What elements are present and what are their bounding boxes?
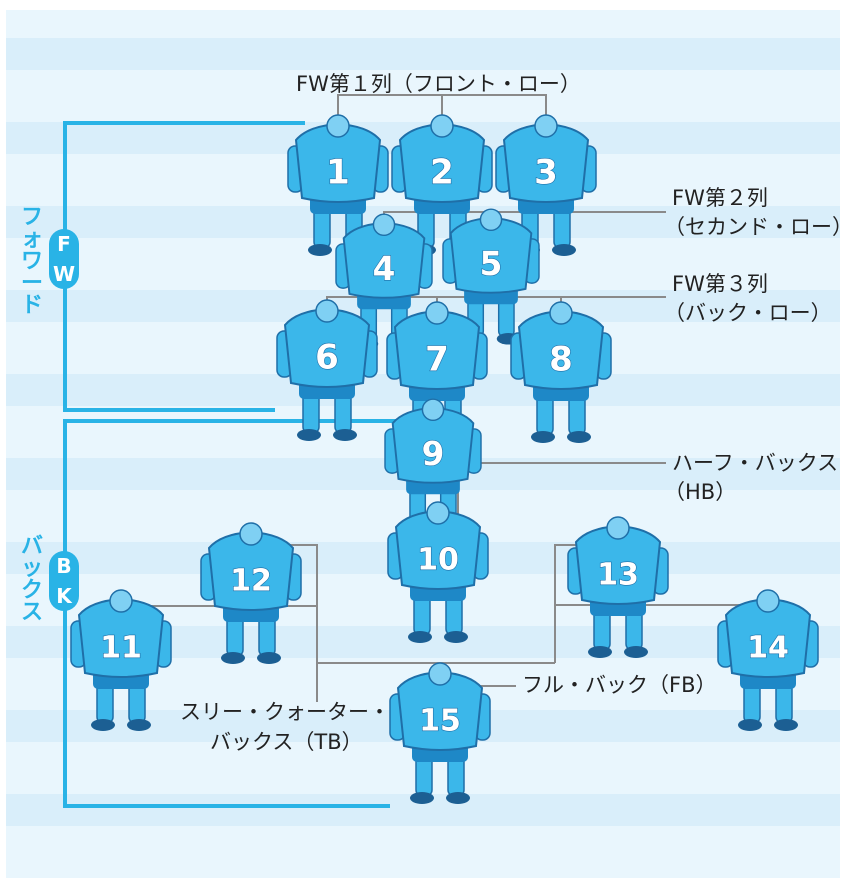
- label-fw-front-row: FW第１列（フロント・ロー）: [296, 72, 581, 96]
- player-jersey: [294, 122, 382, 203]
- label-half-backs-1: ハーフ・バックス: [672, 451, 839, 475]
- player-number: 2: [430, 153, 454, 193]
- player-boot: [333, 429, 357, 441]
- player-head: [756, 589, 780, 613]
- player-7: 7: [386, 301, 488, 443]
- player-jersey: [394, 509, 482, 590]
- player-jersey: [396, 670, 484, 751]
- player-12: 12: [200, 522, 302, 664]
- forward-badge-letter-1: F: [57, 232, 71, 256]
- player-number: 1: [326, 153, 350, 193]
- player-head: [549, 301, 573, 325]
- player-head: [239, 522, 263, 546]
- player-jersey: [724, 597, 812, 678]
- player-number: 6: [315, 338, 339, 378]
- player-5: 5: [442, 208, 540, 345]
- player-number: 14: [747, 631, 789, 666]
- backs-badge-letter-2: K: [56, 584, 72, 608]
- player-jersey: [517, 309, 605, 390]
- player-boot: [410, 792, 434, 804]
- player-boot: [257, 652, 281, 664]
- label-fw-back-row-1: FW第３列: [672, 272, 768, 296]
- label-half-backs-2: （HB）: [664, 480, 737, 504]
- player-head: [428, 662, 452, 686]
- player-head: [479, 208, 503, 232]
- player-boot: [774, 719, 798, 731]
- label-three-quarter-1: スリー・クォーター・: [180, 700, 390, 724]
- label-fw-second-row-2: （セカンド・ロー）: [664, 215, 846, 239]
- player-number: 9: [422, 435, 445, 473]
- player-11: 11: [70, 589, 172, 731]
- player-boot: [127, 719, 151, 731]
- player-13: 13: [567, 516, 669, 658]
- player-jersey: [502, 122, 590, 203]
- player-number: 4: [373, 250, 396, 288]
- player-number: 10: [417, 543, 459, 578]
- player-jersey: [283, 307, 371, 388]
- player-6: 6: [276, 299, 378, 441]
- backs-group-label: バックス: [20, 534, 43, 625]
- player-boot: [297, 429, 321, 441]
- player-jersey: [393, 309, 481, 390]
- player-10: 10: [387, 501, 489, 643]
- player-head: [425, 301, 449, 325]
- player-15: 15: [389, 662, 491, 804]
- player-head: [315, 299, 339, 323]
- player-number: 13: [597, 558, 639, 593]
- player-boot: [444, 631, 468, 643]
- player-number: 5: [480, 245, 503, 283]
- player-head: [372, 213, 396, 237]
- backs-badge: B K: [49, 551, 79, 611]
- player-number: 3: [534, 153, 558, 193]
- player-head: [430, 114, 454, 138]
- player-boot: [446, 792, 470, 804]
- player-number: 12: [230, 564, 272, 599]
- player-jersey: [574, 524, 662, 605]
- player-boot: [588, 646, 612, 658]
- player-number: 8: [549, 340, 573, 380]
- player-boot: [567, 431, 591, 443]
- player-number: 7: [425, 340, 449, 380]
- backs-badge-letter-1: B: [56, 554, 72, 578]
- player-boot: [221, 652, 245, 664]
- forward-badge: F W: [49, 229, 79, 289]
- player-jersey: [449, 216, 533, 294]
- player-head: [109, 589, 133, 613]
- player-number: 11: [100, 631, 142, 666]
- player-head: [326, 114, 350, 138]
- player-boot: [552, 244, 576, 256]
- player-jersey: [398, 122, 486, 203]
- player-jersey: [342, 221, 426, 299]
- player-head: [606, 516, 630, 540]
- player-jersey: [207, 530, 295, 611]
- forward-badge-letter-2: W: [52, 262, 76, 286]
- player-boot: [408, 631, 432, 643]
- player-8: 8: [510, 301, 612, 443]
- player-14: 14: [717, 589, 819, 731]
- player-head: [534, 114, 558, 138]
- player-boot: [308, 244, 332, 256]
- player-boot: [91, 719, 115, 731]
- player-boot: [738, 719, 762, 731]
- player-head: [426, 501, 450, 525]
- player-number: 15: [419, 704, 461, 739]
- player-head: [421, 398, 445, 422]
- label-fw-second-row-1: FW第２列: [672, 186, 768, 210]
- label-full-back: フル・バック（FB）: [522, 673, 717, 697]
- label-fw-back-row-2: （バック・ロー）: [664, 301, 832, 325]
- player-jersey: [391, 406, 475, 484]
- player-jersey: [77, 597, 165, 678]
- forward-group-label: フォワード: [20, 205, 43, 318]
- label-three-quarter-2: バックス（TB）: [210, 730, 363, 754]
- player-boot: [624, 646, 648, 658]
- player-2: 2: [391, 114, 493, 256]
- player-1: 1: [287, 114, 389, 256]
- player-boot: [531, 431, 555, 443]
